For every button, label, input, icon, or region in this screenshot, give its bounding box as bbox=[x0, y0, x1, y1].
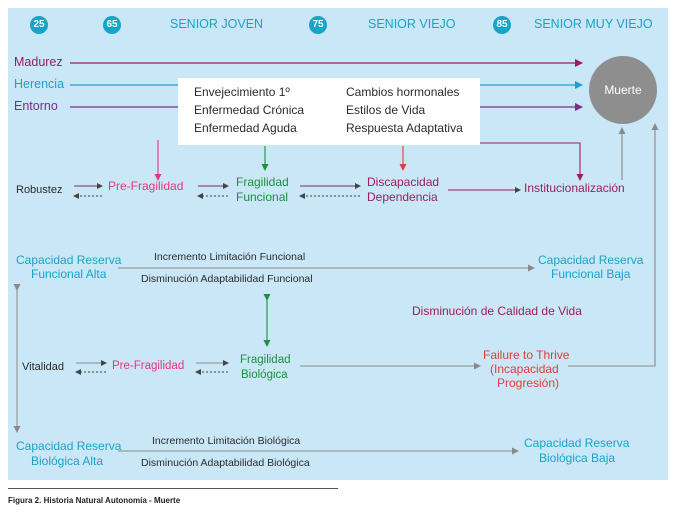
box-to-institucionalizacion bbox=[480, 142, 584, 181]
node-fragilidad-funcional-line2: Funcional bbox=[236, 190, 289, 204]
age-badge-85: 85 bbox=[493, 16, 511, 34]
bio-reserve-alta-line1: Capacidad Reserva bbox=[16, 439, 122, 453]
bio-reserve-alta-line2: Biológica Alta bbox=[31, 454, 104, 468]
factor-madurez: Madurez bbox=[14, 55, 63, 69]
node-robustez: Robustez bbox=[16, 184, 63, 196]
box-enfermedad-aguda: Enfermedad Aguda bbox=[194, 121, 297, 135]
node-fragilidad-funcional-line1: Fragilidad bbox=[236, 175, 289, 189]
func-reserve-baja-line1: Capacidad Reserva bbox=[538, 253, 644, 267]
disminucion-calidad-vida: Disminución de Calidad de Vida bbox=[412, 304, 582, 318]
node-fragilidad-biologica-line2: Biológica bbox=[241, 369, 288, 381]
figure-caption: Figura 2. Historia Natural Autonomía - M… bbox=[8, 496, 181, 505]
disminucion-adaptabilidad-funcional: Disminución Adaptabilidad Funcional bbox=[141, 273, 313, 285]
node-failure-to-thrive-line3: Progresión) bbox=[497, 376, 560, 390]
func-reserve-alta-line1: Capacidad Reserva bbox=[16, 253, 122, 267]
node-failure-to-thrive-line2: (Incapacidad bbox=[490, 362, 559, 376]
factor-entorno: Entorno bbox=[14, 99, 58, 113]
age-badge-75: 75 bbox=[309, 16, 327, 34]
box-enfermedad-cronica: Enfermedad Crónica bbox=[194, 103, 305, 117]
node-failure-to-thrive-line1: Failure to Thrive bbox=[483, 348, 570, 362]
caption-rule bbox=[8, 488, 338, 489]
node-pre-fragilidad-biologica: Pre-Fragilidad bbox=[112, 360, 185, 372]
node-fragilidad-biologica-line1: Fragilidad bbox=[240, 354, 291, 366]
box-respuesta-adaptativa: Respuesta Adaptativa bbox=[346, 121, 463, 135]
factor-herencia: Herencia bbox=[14, 77, 65, 91]
func-reserve-baja-line2: Funcional Baja bbox=[551, 267, 631, 281]
node-pre-fragilidad-funcional: Pre-Fragilidad bbox=[108, 179, 184, 193]
incremento-limitacion-funcional: Incremento Limitación Funcional bbox=[154, 251, 306, 263]
bio-reserve-baja-line2: Biológica Baja bbox=[539, 451, 616, 465]
stage-senior-viejo: SENIOR VIEJO bbox=[368, 17, 456, 31]
node-dependencia: Dependencia bbox=[367, 190, 438, 204]
age-badge-25: 25 bbox=[30, 16, 48, 34]
bio-reserve-baja-line1: Capacidad Reserva bbox=[524, 436, 630, 450]
box-envejecimiento: Envejecimiento 1º bbox=[194, 85, 290, 99]
incremento-limitacion-biologica: Incremento Limitación Biológica bbox=[152, 435, 301, 447]
box-estilos-de-vida: Estilos de Vida bbox=[346, 103, 426, 117]
disminucion-adaptabilidad-biologica: Disminución Adaptabilidad Biológica bbox=[141, 457, 310, 469]
func-reserve-alta-line2: Funcional Alta bbox=[31, 267, 107, 281]
causes-box bbox=[178, 78, 480, 145]
stage-senior-muy-viejo: SENIOR MUY VIEJO bbox=[534, 17, 653, 31]
age-badge-65: 65 bbox=[103, 16, 121, 34]
muerte-node: Muerte bbox=[589, 56, 657, 124]
stage-senior-joven: SENIOR JOVEN bbox=[170, 17, 264, 31]
box-cambios-hormonales: Cambios hormonales bbox=[346, 85, 460, 99]
node-institucionalizacion: Institucionalización bbox=[524, 181, 625, 195]
node-vitalidad: Vitalidad bbox=[22, 361, 64, 373]
ftt-to-muerte bbox=[568, 123, 659, 367]
node-discapacidad: Discapacidad bbox=[367, 175, 440, 189]
